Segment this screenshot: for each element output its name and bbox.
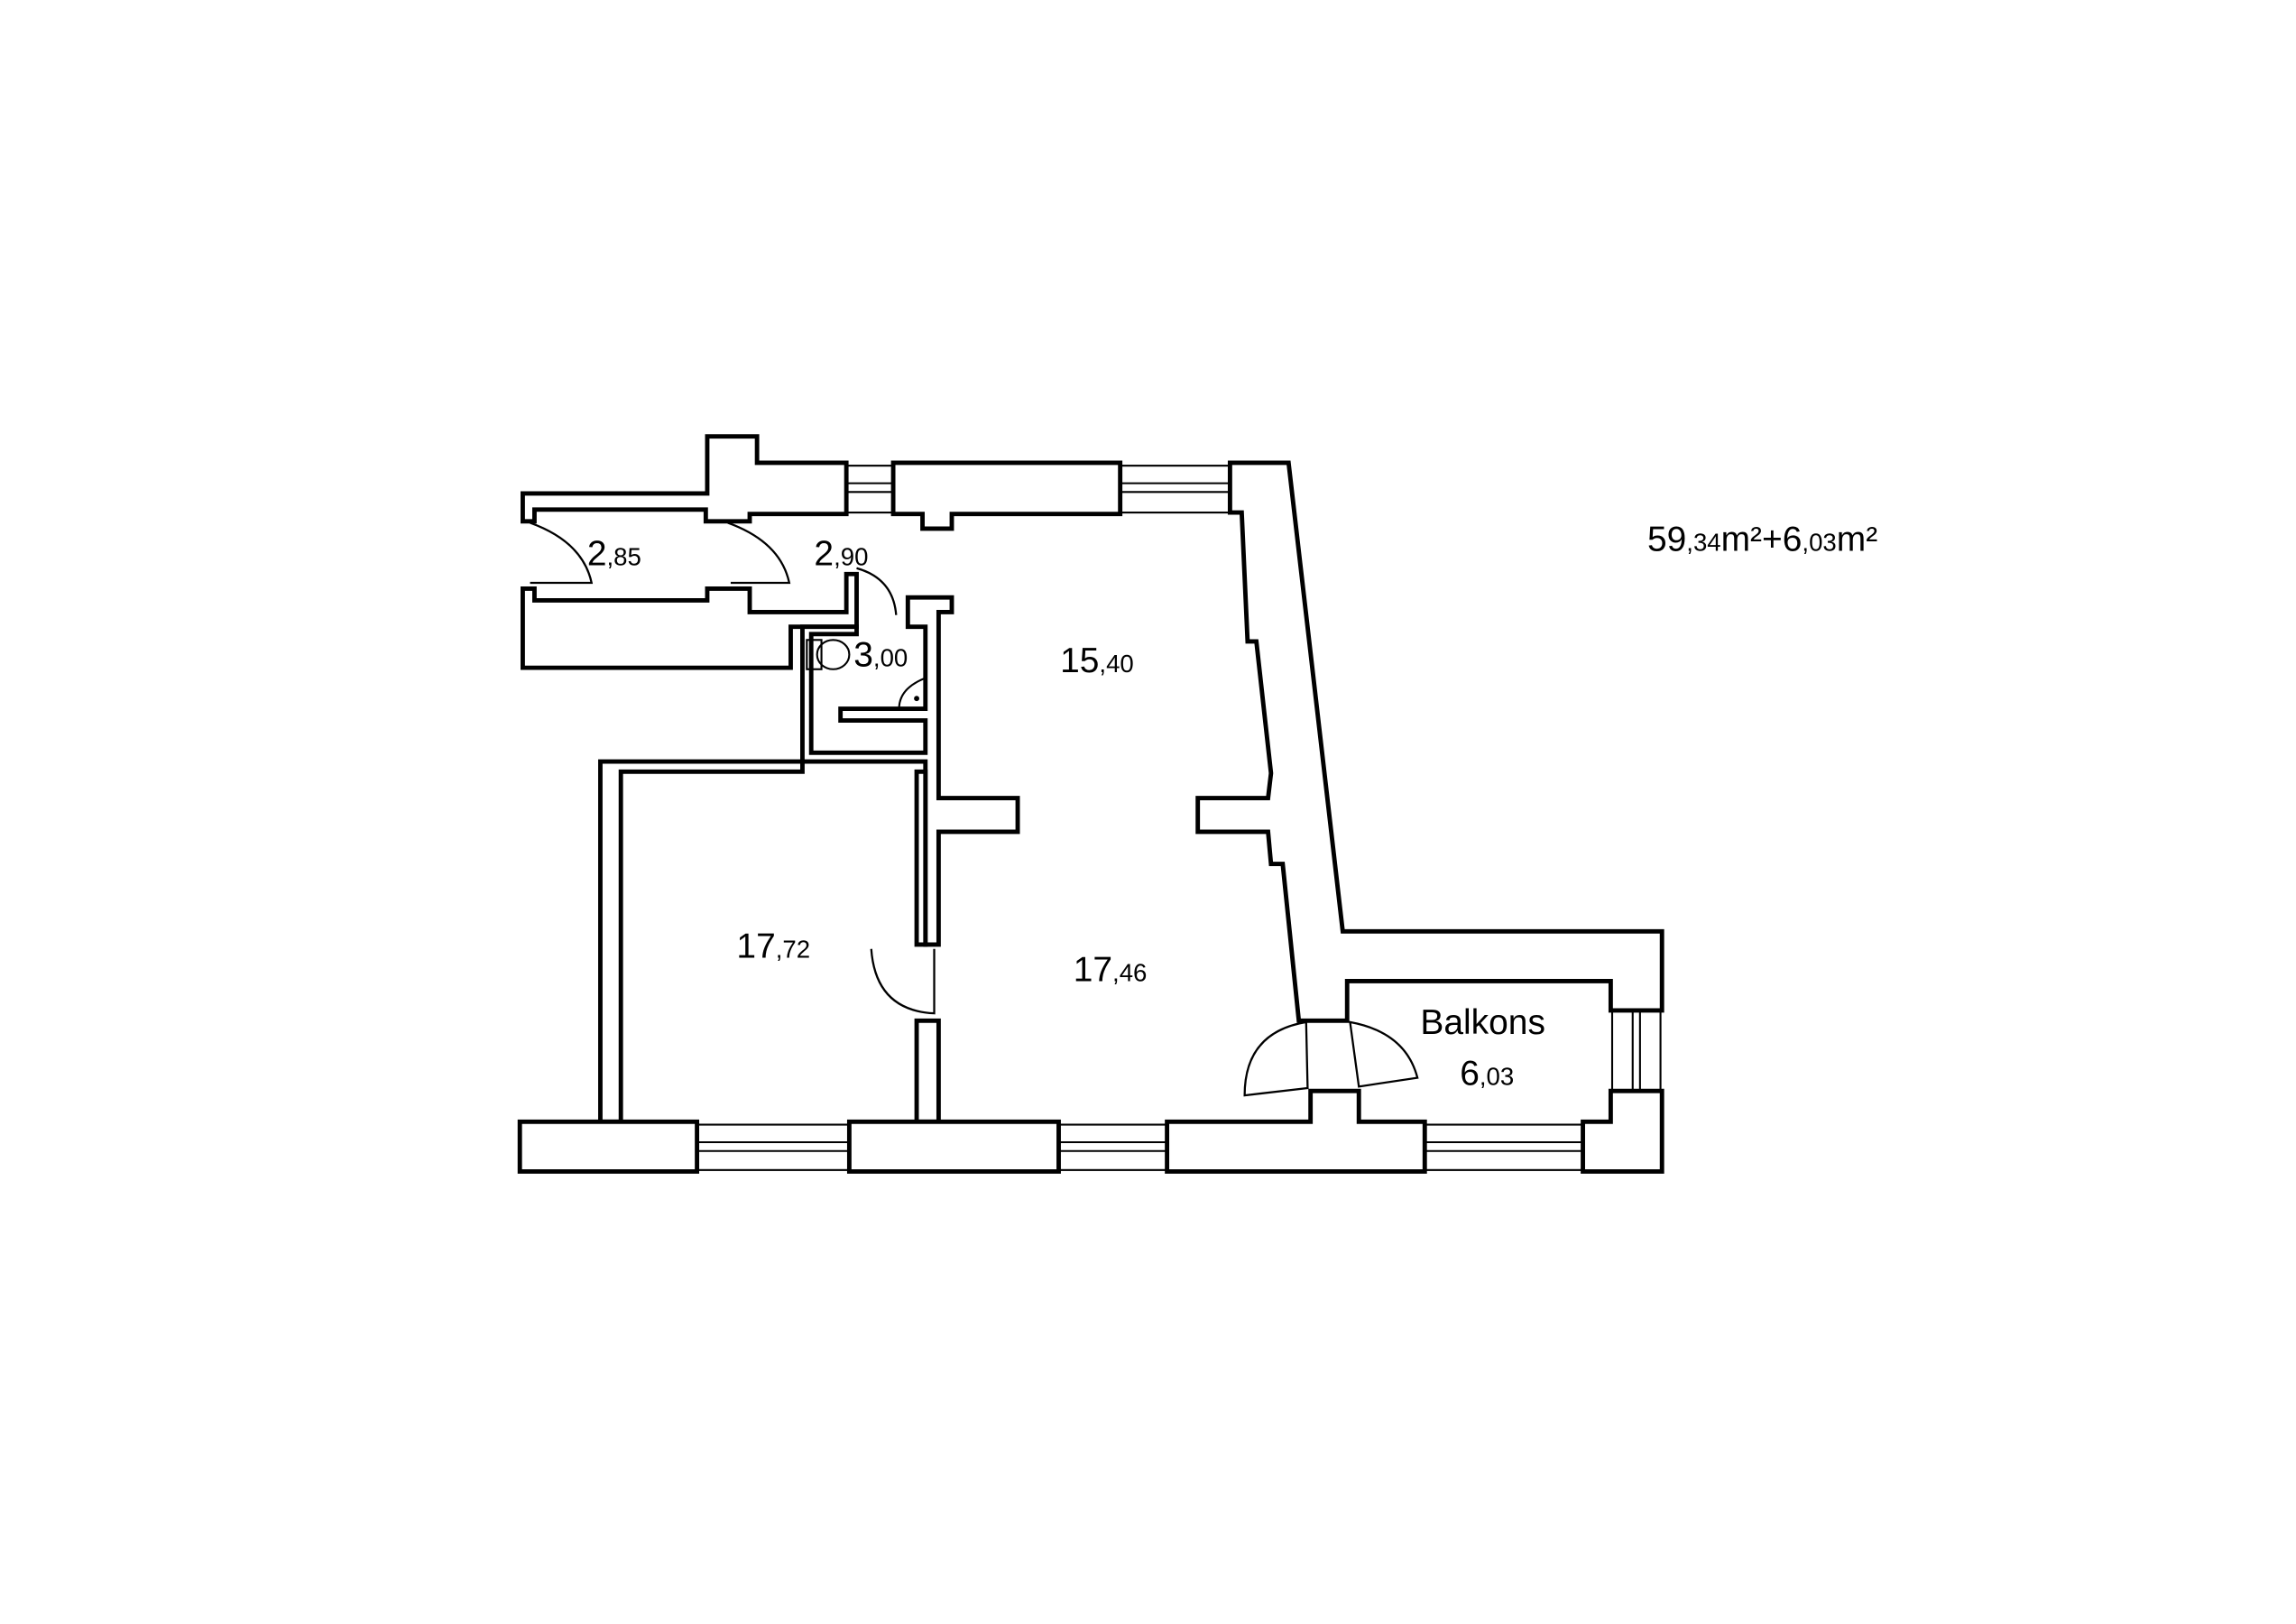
- total-area-label: 59,34m²+6,03m²: [1647, 520, 1877, 558]
- walls: [517, 434, 1664, 1174]
- wall-bottom-3: [1165, 1088, 1427, 1174]
- door-swing-room: [870, 948, 936, 1015]
- wall-right-diagonal: [1195, 460, 1664, 1023]
- door-swing-corridor: [727, 521, 791, 585]
- room-area-label: 17,46: [1074, 950, 1148, 989]
- wall-corridor-bottom: [521, 571, 859, 670]
- room-labels: 2,85 2,90 3,00 15,40 17,72 17,46 Balkons…: [587, 535, 1545, 1093]
- window-bottom-3: [1424, 1123, 1584, 1171]
- door-swing-wc: [856, 567, 898, 615]
- window-top-2: [1119, 465, 1231, 514]
- toilet-icon: [806, 639, 851, 670]
- window-bottom-2: [1057, 1123, 1168, 1171]
- wall-room-divider-bottom: [914, 1018, 941, 1124]
- door-swing-balcony-left: [1243, 1020, 1309, 1097]
- room-area-label: 3,00: [853, 636, 908, 675]
- wall-top-middle: [890, 460, 1123, 531]
- balcony-name-label: Balkons: [1420, 1003, 1545, 1042]
- doors: [530, 521, 1419, 1097]
- wall-bottom-1: [517, 1119, 700, 1174]
- fixtures: [806, 639, 927, 710]
- door-swing-balcony-right: [1349, 1020, 1419, 1088]
- windows: [696, 465, 1662, 1171]
- room-area-label: 15,40: [1060, 641, 1134, 680]
- window-bottom-1: [696, 1123, 851, 1171]
- room-area-label: 2,85: [587, 535, 641, 574]
- room-area-label: 2,90: [814, 535, 868, 574]
- door-swing-entry: [530, 521, 594, 585]
- wall-bottom-4: [1581, 1088, 1664, 1174]
- balcony-area-label: 6,03: [1460, 1055, 1514, 1093]
- room-area-label: 17,72: [736, 927, 810, 965]
- wall-bathroom: [800, 595, 1020, 947]
- sink-icon: [898, 676, 927, 710]
- window-balcony: [1610, 1009, 1662, 1093]
- wall-room-divider-top: [914, 769, 928, 947]
- wall-corridor-top: [521, 434, 849, 524]
- wall-bottom-2: [846, 1119, 1061, 1174]
- window-top-1: [845, 465, 895, 514]
